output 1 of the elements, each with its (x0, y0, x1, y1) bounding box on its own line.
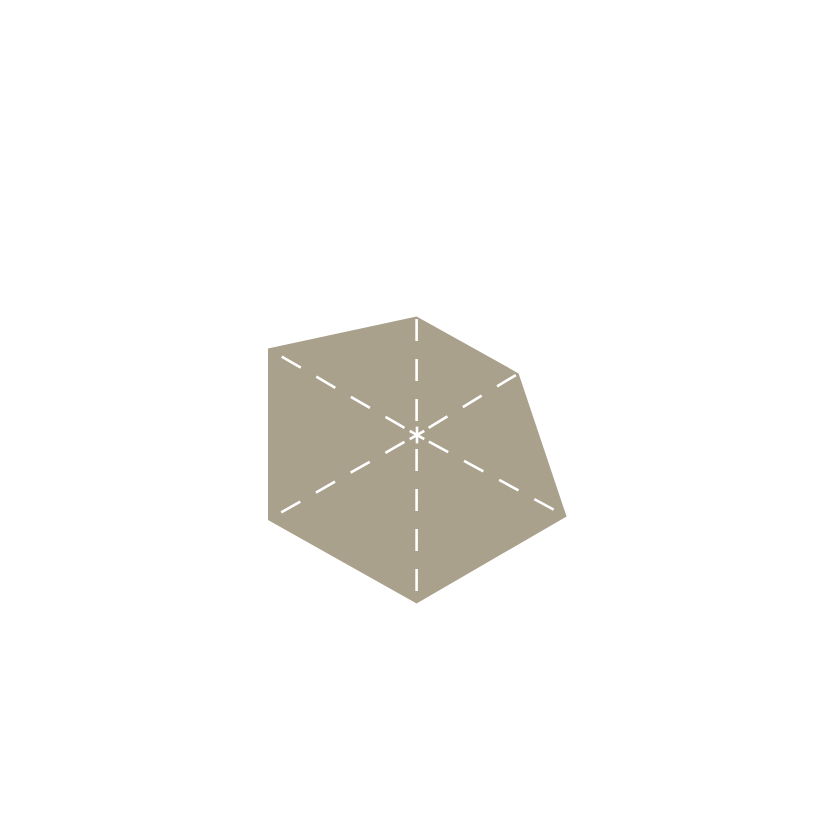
hexagon-shape (266, 314, 570, 606)
